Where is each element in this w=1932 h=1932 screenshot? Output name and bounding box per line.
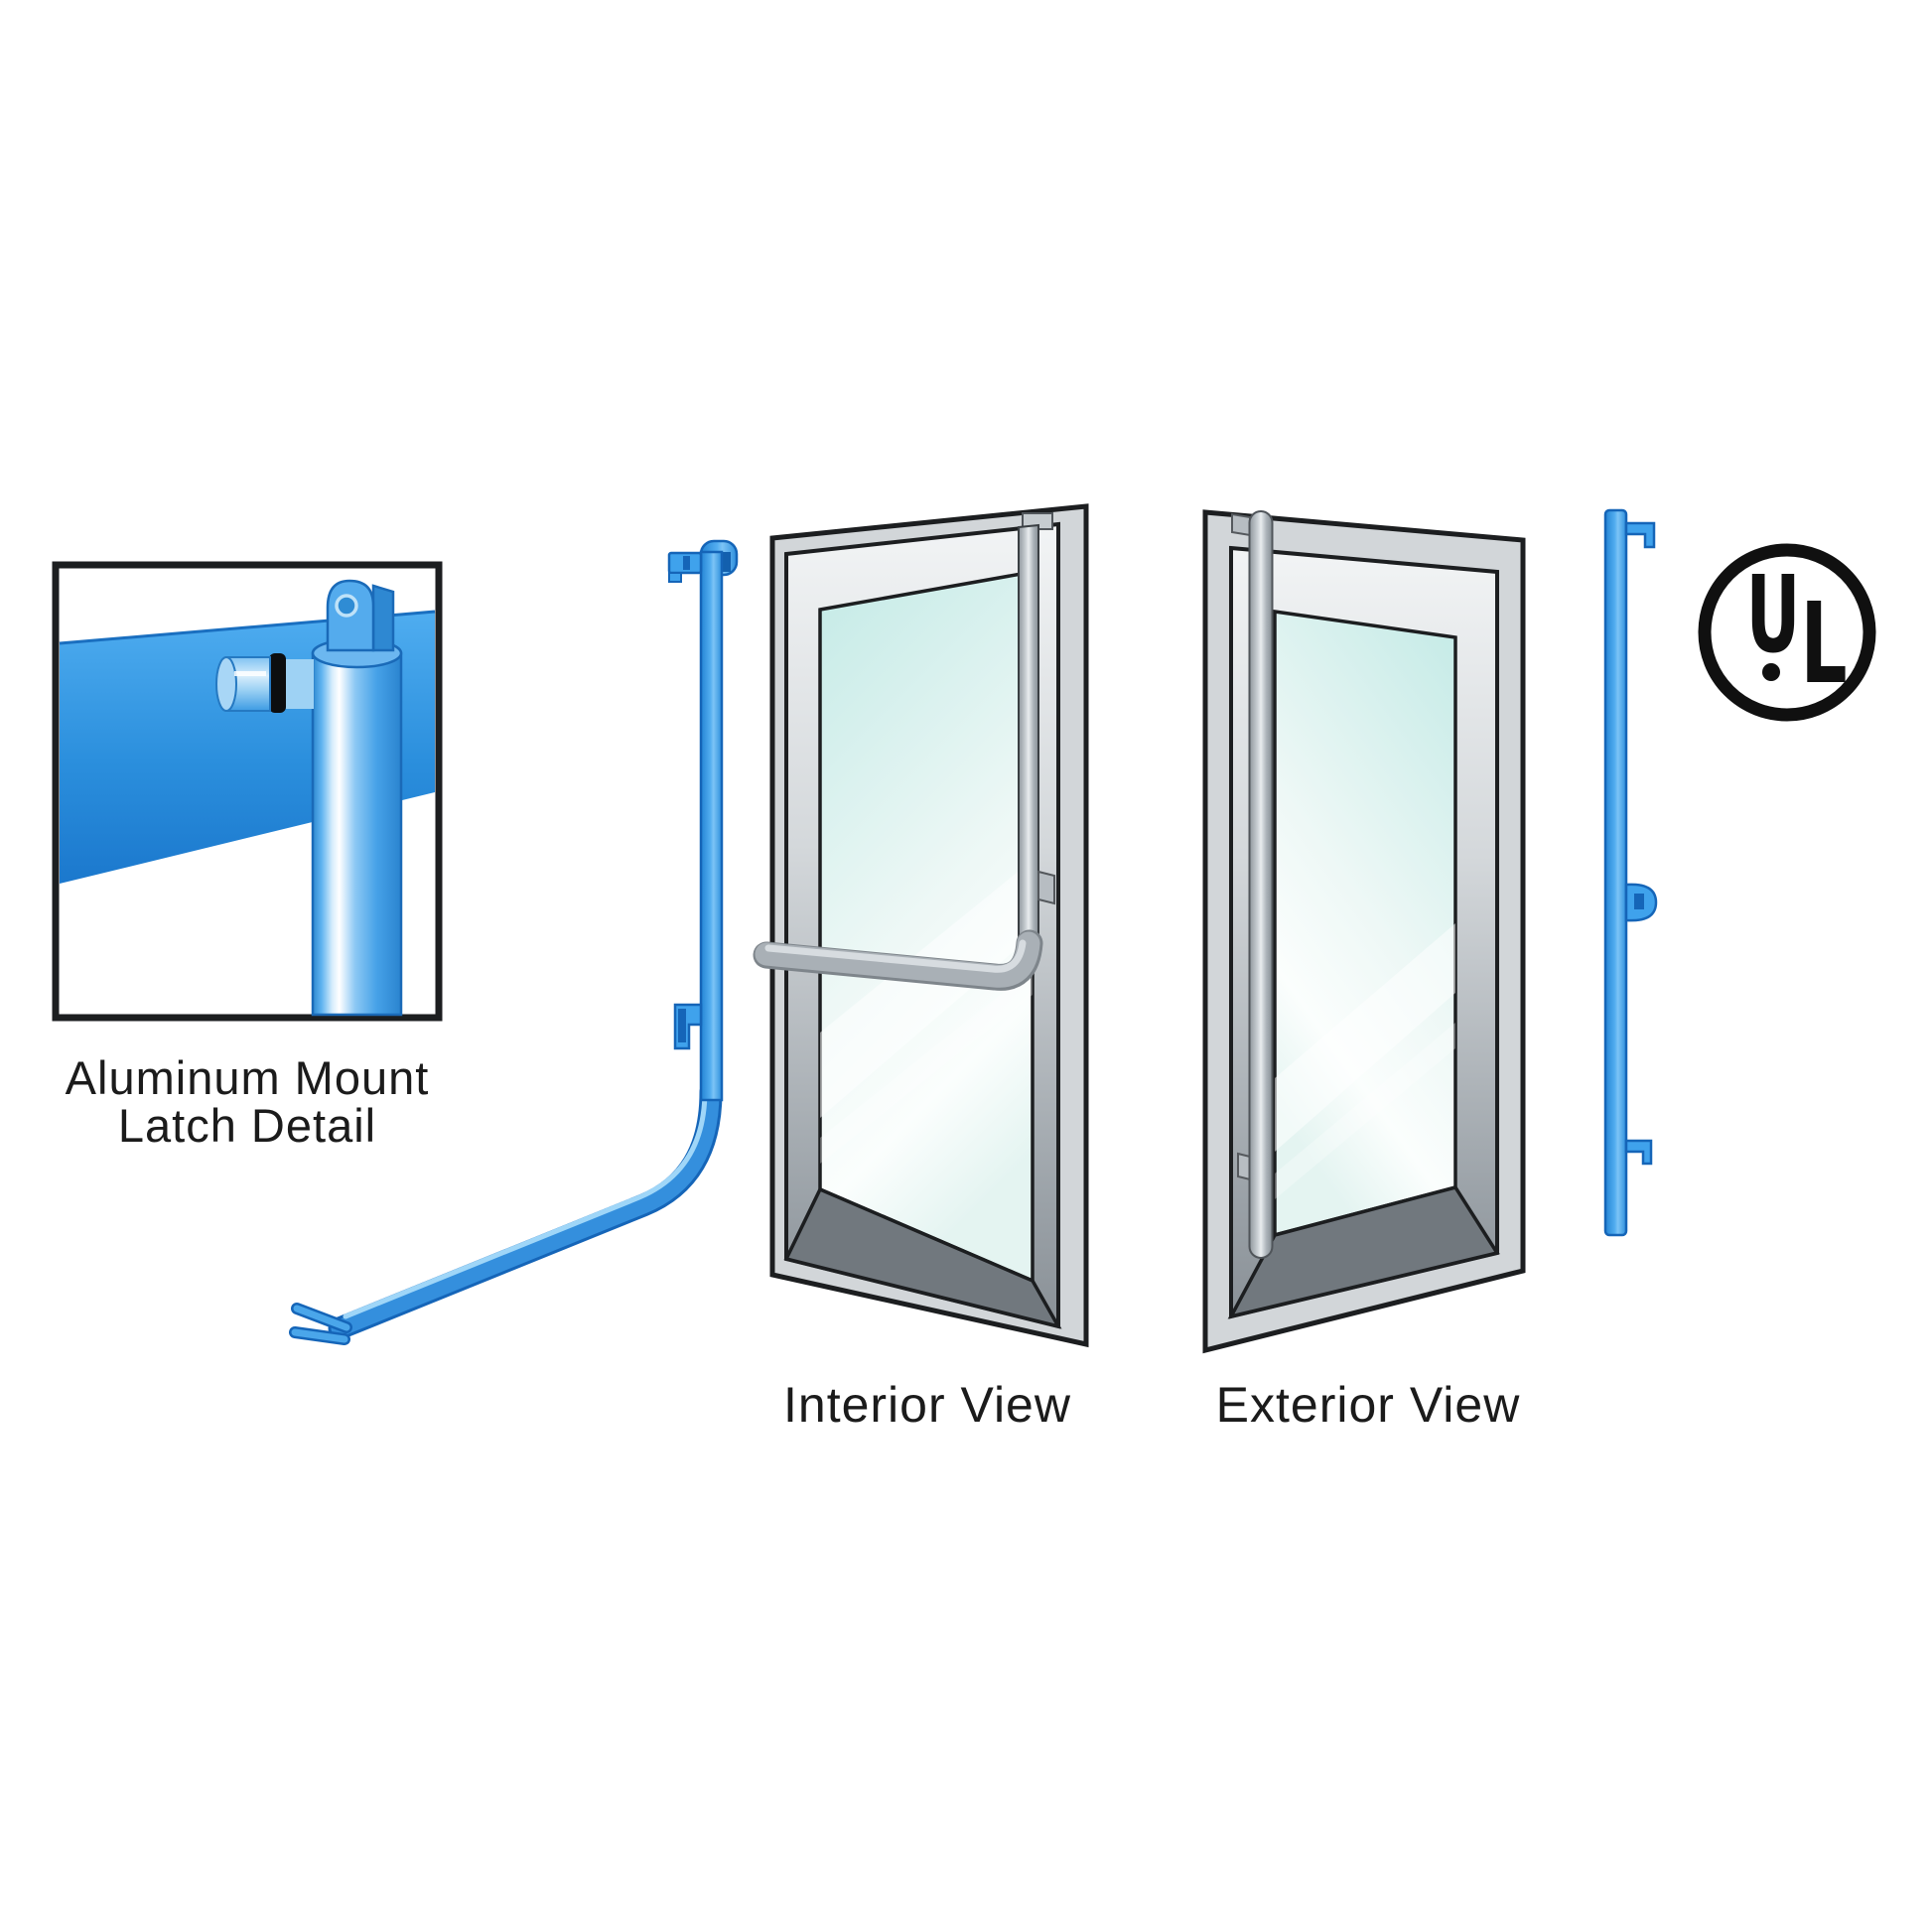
rod-mid-mount-slot	[678, 1009, 686, 1042]
latch-bolt-ring	[269, 653, 286, 713]
push-bar-highlight	[764, 939, 1027, 973]
latch-bolt-stub	[286, 659, 314, 709]
handle-top-bracket	[1231, 512, 1251, 537]
exterior-door	[1202, 509, 1526, 1354]
latch-rod-top-hook-slot	[722, 552, 731, 572]
interior-latch-tab	[1037, 870, 1055, 905]
interior-door-bottom-rail	[783, 1186, 1062, 1329]
push-arm-highlight	[343, 1087, 708, 1319]
glass-sheen	[820, 969, 1033, 1164]
interior-view-label: Interior View	[783, 1377, 1071, 1433]
glass-sheen	[1275, 923, 1455, 1152]
latch-detail-drawing	[59, 579, 436, 1017]
latch-bolt-highlight	[234, 671, 266, 676]
arm-fork-prong	[291, 1328, 348, 1343]
exit-device-assembly	[289, 539, 739, 1345]
latch-detail-inset: Aluminum Mount Latch Detail	[52, 561, 443, 1152]
right-latch-rod	[1603, 508, 1628, 1237]
pivot-bracket	[371, 584, 395, 652]
exterior-door-bottom-rail	[1227, 1184, 1500, 1319]
panic-vertical-tube	[1018, 523, 1039, 954]
pivot-hole	[335, 594, 358, 618]
handle-lower-bracket	[1237, 1152, 1251, 1181]
interior-door	[753, 503, 1089, 1348]
latch-tube	[311, 637, 403, 1017]
push-arm-outline	[328, 1080, 723, 1340]
inset-caption-line1: Aluminum Mount	[66, 1051, 430, 1104]
exterior-door-glass	[1273, 609, 1457, 1238]
ul-period-dot	[1762, 663, 1780, 681]
ul-letter-l: L	[1800, 580, 1847, 709]
ul-certification-icon: U L	[1698, 543, 1876, 722]
latch-bolt-end	[215, 656, 237, 712]
push-bar	[755, 931, 1040, 988]
push-arm	[331, 1083, 720, 1337]
right-latch-bar-assembly	[1603, 508, 1658, 1237]
rod-top-mount-lip	[668, 572, 682, 583]
right-rod-top-clip	[1624, 521, 1656, 549]
inset-caption-line2: Latch Detail	[118, 1099, 376, 1152]
arm-fork-prong	[293, 1305, 350, 1331]
ul-letter-u: U	[1746, 554, 1801, 677]
exterior-view-label: Exterior View	[1216, 1377, 1521, 1433]
right-rod-bottom-clip	[1624, 1139, 1653, 1166]
exterior-pull-handle	[1248, 510, 1274, 1259]
glass-sheen	[1275, 1023, 1455, 1199]
latch-rod	[699, 550, 724, 1102]
rod-top-mount-slot	[683, 556, 690, 570]
right-rod-latch-slot	[1634, 894, 1644, 909]
ul-circle	[1698, 543, 1876, 722]
glass-sheen	[820, 860, 1033, 1118]
